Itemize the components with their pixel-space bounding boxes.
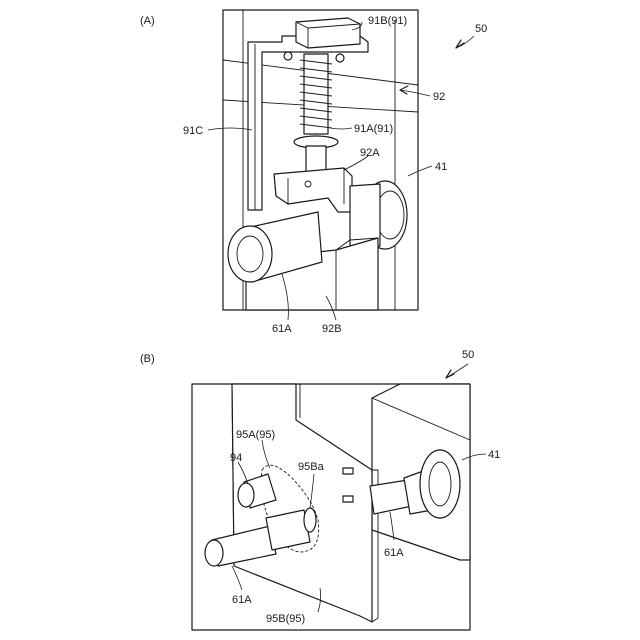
leader-91c (208, 128, 252, 130)
label-91a: 91A(91) (354, 123, 393, 135)
clamp-92a (274, 168, 352, 212)
label-61a: 61A (272, 323, 292, 335)
figure-a: (A) (140, 10, 487, 335)
ref-92-arrowhead (400, 86, 408, 94)
spring-91a (300, 54, 332, 134)
ref-50-arrowhead (456, 40, 464, 48)
label-95a: 95A(95) (236, 429, 275, 441)
shaft-left-ring (304, 508, 316, 532)
pin-94-end (238, 483, 254, 507)
label-50-b: 50 (462, 349, 474, 361)
leader-41 (408, 166, 432, 176)
bolt-left (284, 52, 292, 60)
label-41: 41 (435, 161, 447, 173)
ref-50-arrowhead-b (446, 370, 454, 378)
figure-b: (B) 50 95A(95) (140, 349, 500, 630)
pipe-61a-end (228, 226, 272, 282)
label-92a: 92A (360, 147, 380, 159)
figure-a-panel-label: (A) (140, 15, 155, 27)
label-41-b: 41 (488, 449, 500, 461)
leader-61a-left (232, 566, 242, 590)
label-95b: 95B(95) (266, 613, 305, 625)
block-91b (296, 18, 360, 48)
label-94: 94 (230, 452, 242, 464)
label-91c: 91C (183, 125, 203, 137)
label-50: 50 (475, 23, 487, 35)
label-61a-left: 61A (232, 594, 252, 606)
figure-b-panel-label: (B) (140, 353, 155, 365)
bolt-right (336, 54, 344, 62)
flange-right (420, 450, 460, 518)
slot-lower (343, 496, 353, 502)
shaft-left-end (205, 540, 223, 566)
label-91b: 91B(91) (368, 15, 407, 27)
label-92: 92 (433, 91, 445, 103)
label-95ba: 95Ba (298, 461, 325, 473)
label-92b: 92B (322, 323, 342, 335)
leader-91a (330, 128, 352, 129)
label-61a-right: 61A (384, 547, 404, 559)
shaft-left-collar (266, 510, 310, 550)
slot-upper (343, 468, 353, 474)
